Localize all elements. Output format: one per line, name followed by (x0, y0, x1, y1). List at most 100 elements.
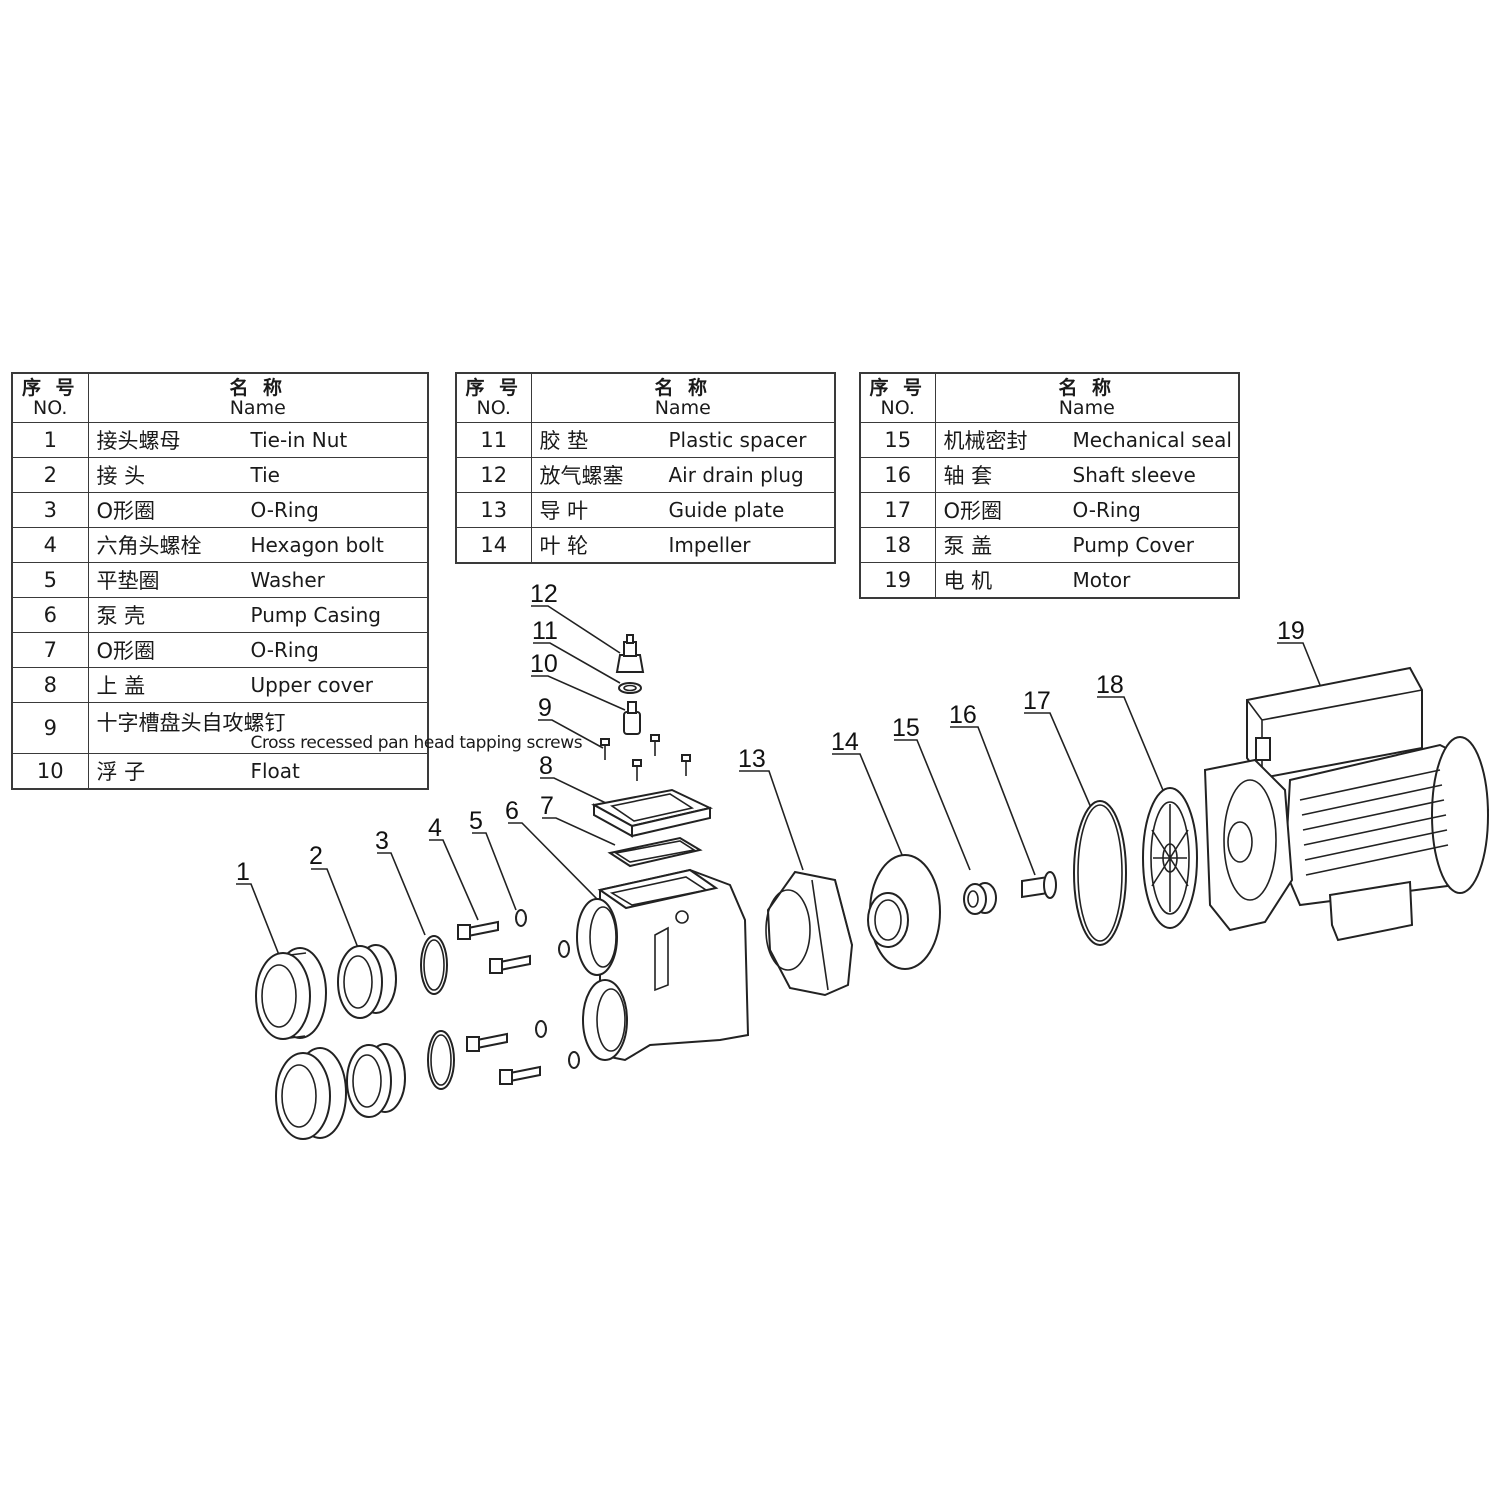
float (623, 701, 641, 735)
plastic-spacer (618, 682, 642, 694)
callout-9: 9 (538, 694, 552, 722)
tie-in-nut (255, 947, 347, 1140)
part-number: 11 (455, 422, 532, 458)
callout-7: 7 (540, 792, 554, 820)
mechanical-seal (963, 882, 997, 915)
callout-17: 17 (1023, 687, 1051, 715)
part-number: 19 (859, 562, 936, 598)
part-number: 12 (455, 457, 532, 493)
part-name-en: Washer (250, 568, 325, 592)
callout-14: 14 (831, 728, 859, 756)
tapping-screw (600, 734, 691, 781)
part-name-en: Hexagon bolt (250, 533, 384, 557)
part-number: 9 (11, 702, 89, 754)
callout-18: 18 (1096, 671, 1124, 699)
part-name-cn: O形圈 (96, 499, 156, 523)
part-name: 六角头螺栓 Hexagon bolt (87, 527, 429, 563)
part-number: 5 (11, 562, 89, 598)
callout-3: 3 (375, 827, 389, 855)
part-name-cn: 机械密封 (943, 429, 1028, 453)
part-number: 13 (455, 492, 532, 528)
part-name: O形圈 O-Ring (87, 632, 429, 668)
part-name-en: Impeller (668, 532, 751, 557)
callout-10: 10 (530, 650, 558, 678)
part-name-cn: O形圈 (96, 639, 156, 663)
part-number: 15 (859, 422, 936, 458)
part-name-cn: 泵 盖 (943, 534, 993, 558)
part-name-en: Pump Casing (250, 603, 382, 627)
motor (1203, 666, 1490, 942)
part-name-en: Float (250, 758, 300, 783)
part-name: 泵 盖 Pump Cover (934, 527, 1240, 563)
callout-1: 1 (236, 858, 250, 886)
part-name-cn: 叶 轮 (539, 533, 589, 558)
table-row: 2 接 头 Tie (11, 457, 429, 493)
o-ring-large (1073, 800, 1127, 946)
part-number: 4 (11, 527, 89, 563)
pump-cover (1142, 787, 1198, 929)
guide-plate (765, 870, 854, 997)
part-name-cn: 接头螺母 (96, 429, 181, 453)
part-name-en: Tie-in Nut (250, 428, 348, 452)
part-name-en: Tie (250, 463, 280, 487)
part-name-en: Plastic spacer (668, 428, 807, 452)
table-row: 1 接头螺母 Tie-in Nut (11, 422, 429, 458)
part-name-en: O-Ring (250, 498, 319, 522)
o-ring (420, 935, 455, 1090)
callout-labels: 1 2 3 4 5 6 7 8 9 10 11 12 13 14 15 16 1… (236, 580, 1305, 886)
part-number: 18 (859, 527, 936, 563)
part-name-en: Shaft sleeve (1072, 463, 1196, 487)
part-number: 1 (11, 422, 89, 458)
part-name-cn: 轴 套 (943, 464, 993, 488)
table-row: 18 泵 盖 Pump Cover (859, 527, 1240, 563)
part-name-cn: 十字槽盘头自攻螺钉 (96, 711, 286, 735)
hexagon-bolt (457, 920, 541, 1085)
part-name-cn: 放气螺塞 (539, 464, 624, 488)
part-name-cn: 导 叶 (539, 499, 589, 523)
part-name-en: Guide plate (668, 498, 785, 522)
upper-cover (591, 788, 714, 838)
washer (515, 909, 580, 1069)
part-name-en: Upper cover (250, 673, 374, 697)
part-number: 2 (11, 457, 89, 493)
shaft-sleeve (1021, 871, 1057, 899)
part-name: 叶 轮 Impeller (530, 527, 836, 563)
part-name-en: Pump Cover (1072, 533, 1194, 557)
callout-12: 12 (530, 580, 558, 608)
part-name-cn: 胶 垫 (539, 429, 589, 453)
part-number: 10 (11, 753, 89, 789)
table-row: 11 胶 垫 Plastic spacer (455, 422, 836, 458)
callout-16: 16 (949, 701, 977, 729)
callout-5: 5 (469, 807, 483, 835)
part-number: 17 (859, 492, 936, 528)
part-name: 接头螺母 Tie-in Nut (87, 422, 429, 458)
part-name-cn: 上 盖 (96, 674, 146, 698)
part-name-en: O-Ring (250, 638, 319, 662)
part-name: 胶 垫 Plastic spacer (530, 422, 836, 458)
part-name-cn: 六角头螺栓 (96, 534, 202, 558)
callout-2: 2 (309, 842, 323, 870)
o-ring-upper (607, 836, 703, 868)
impeller (867, 854, 941, 970)
part-number: 3 (11, 492, 89, 528)
callout-6: 6 (505, 797, 519, 825)
leader-lines (236, 605, 1321, 961)
part-name-en: Cross recessed pan head tapping screws (250, 733, 583, 753)
part-name-en: Air drain plug (668, 463, 804, 487)
part-name-cn: 接 头 (96, 464, 146, 488)
callout-13: 13 (738, 745, 766, 773)
table-row: 13 导 叶 Guide plate (455, 492, 836, 528)
